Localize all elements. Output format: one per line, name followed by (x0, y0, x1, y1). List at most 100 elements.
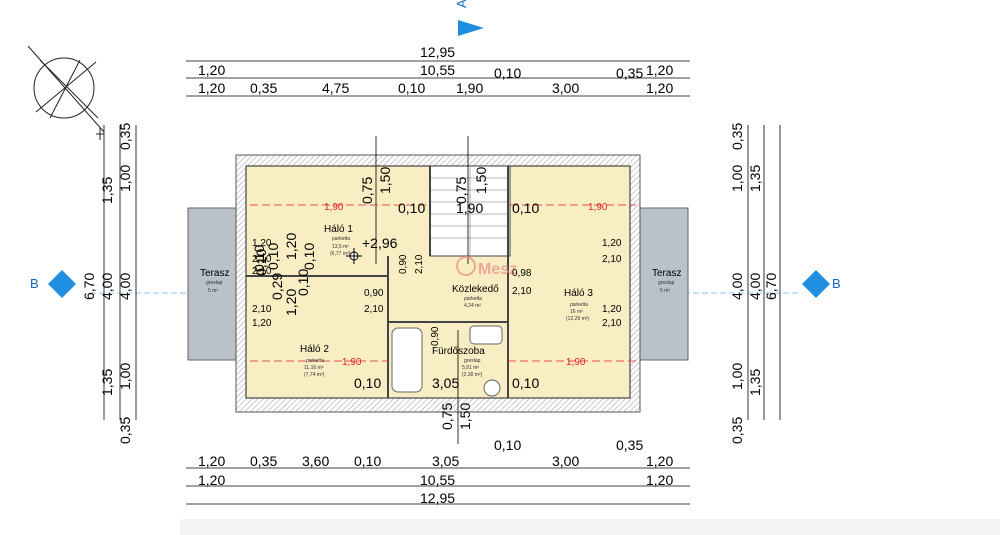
room-floor: parketta (306, 358, 324, 364)
room-name: Terasz (652, 268, 681, 279)
red-reference-lines (250, 204, 636, 362)
dim-label: 10,55 (420, 62, 455, 78)
room-area: 5,91 m² (462, 365, 479, 371)
dim-label: 0,10 (512, 200, 539, 216)
room-area: 4,24 m² (464, 303, 481, 309)
dim-label: 0,29 (269, 273, 285, 300)
room-area2: (7,74 m²) (304, 372, 325, 378)
dim-label: 0,10 (301, 243, 317, 270)
dim-label: 0,10 (494, 65, 521, 81)
room-halo2: Háló 2 parketta 11,16 m² (7,74 m²) (300, 344, 329, 378)
north-arrow-icon (27, 45, 105, 140)
room-area2: (6,77 m²) (330, 251, 351, 257)
dim-label: 1,35 (747, 369, 763, 396)
dim-label: 2,10 (252, 266, 272, 277)
room-area: 16 m² (570, 309, 583, 315)
room-area2: (12,29 m²) (566, 316, 589, 322)
dim-label: 4,00 (99, 273, 115, 300)
dim-label: 1,35 (99, 369, 115, 396)
room-area: 5 m² (208, 288, 218, 294)
dim-label: 3,00 (552, 453, 579, 469)
svg-text:A: A (454, 0, 469, 8)
dim-label: 3,60 (302, 453, 329, 469)
dim-label: 2,10 (414, 254, 425, 274)
dim-label: 4,00 (747, 273, 763, 300)
dim-label: 0,98 (512, 268, 532, 279)
dim-label: 3,00 (552, 80, 579, 96)
room-halo1: Háló 1 parketta 13,5 m² (6,77 m²) (324, 224, 353, 257)
room-name: Terasz (200, 268, 229, 279)
room-area: 13,5 m² (332, 244, 349, 250)
dim-label: 1,00 (729, 165, 745, 192)
dim-label: 0,35 (616, 437, 643, 453)
dim-label: 1,20 (283, 289, 299, 316)
dim-label: 1,20 (602, 238, 622, 249)
dim-label: 0,90 (430, 326, 441, 346)
room-floor: parketta (464, 296, 482, 302)
red-label: 1,90 (342, 357, 362, 368)
dim-label: 0,10 (253, 249, 269, 276)
room-name: Fürdőszoba (432, 346, 485, 357)
room-furdoszoba: Fürdőszoba greslap 5,91 m² (2,30 m²) (432, 346, 485, 378)
red-label: 1,90 (566, 357, 586, 368)
dim-label: 0,10 (398, 200, 425, 216)
svg-text:B: B (30, 276, 39, 291)
dim-label: 1,20 (646, 453, 673, 469)
dim-label: 2,10 (364, 304, 384, 315)
dim-total-bottom: 12,95 (420, 490, 455, 506)
room-name: Közlekedő (452, 284, 499, 295)
dim-label: 6,70 (763, 273, 779, 300)
dim-label: 1,00 (117, 165, 133, 192)
bathtub-icon (391, 327, 423, 393)
svg-text:B: B (832, 276, 841, 291)
dim-label: 0,10 (398, 80, 425, 96)
dim-label: 1,20 (198, 453, 225, 469)
dim-label: 0,10 (354, 453, 381, 469)
level-marker-icon (346, 248, 362, 264)
dim-label: 4,75 (322, 80, 349, 96)
section-marker-left: B (30, 270, 76, 298)
dim-label: 1,35 (747, 165, 763, 192)
dimension-lines (103, 60, 781, 505)
dim-label: 1,20 (252, 318, 272, 329)
section-marker-top: A (454, 0, 484, 36)
dim-label: 4,00 (729, 273, 745, 300)
dim-label: 0,10 (295, 269, 311, 296)
dim-label: 1,20 (198, 472, 225, 488)
dim-label: 0,75 (359, 177, 375, 204)
room-floor: greslap (206, 280, 223, 286)
dim-label: 1,20 (283, 233, 299, 260)
dim-label: 1,90 (456, 80, 483, 96)
dim-label: 3,05 (432, 375, 459, 391)
dim-label: 1,20 (198, 62, 225, 78)
room-floor: greslap (464, 358, 481, 364)
dim-label: 1,20 (602, 304, 622, 315)
terrace-left (187, 207, 237, 361)
dim-label: 1,00 (117, 363, 133, 390)
dim-label: 0,10 (265, 243, 281, 270)
dim-label: 0,35 (616, 65, 643, 81)
sink-icon (469, 325, 503, 345)
red-label: 1,90 (588, 202, 608, 213)
dim-label: 0,35 (117, 417, 133, 444)
dim-label: 1,50 (457, 403, 473, 430)
room-halo3: Háló 3 parketta 16 m² (12,29 m²) (564, 288, 593, 322)
room-kozlekedo: Közlekedő parketta 4,24 m² (452, 284, 499, 309)
dim-label: 0,10 (494, 437, 521, 453)
dim-label: 1,20 (252, 238, 272, 249)
dim-label: 0,75 (453, 177, 469, 204)
dim-label: 0,10 (251, 245, 267, 272)
interior-walls (246, 166, 509, 398)
dim-label: 4,00 (117, 273, 133, 300)
room-name: Háló 1 (324, 224, 353, 235)
room-area2: (2,30 m²) (462, 372, 483, 378)
dim-label: 1,50 (473, 167, 489, 194)
dim-label: 0,90 (398, 254, 409, 274)
dim-label: 0,75 (439, 403, 455, 430)
room-floor: greslap (658, 280, 675, 286)
room-floor: parketta (332, 236, 350, 242)
dim-label: 2,10 (512, 286, 532, 297)
dim-label: 10,55 (420, 472, 455, 488)
dim-label: 3,05 (432, 453, 459, 469)
